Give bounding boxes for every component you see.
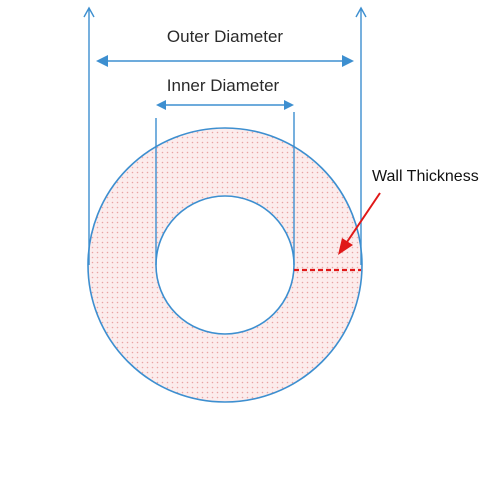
outer-diameter-arrow <box>96 55 354 67</box>
wall-thickness-pointer-arrow <box>338 192 381 255</box>
wall-thickness-label: Wall Thickness <box>372 168 479 185</box>
inner-diameter-arrow <box>156 100 294 110</box>
outer-extension-line-left <box>83 6 95 265</box>
inner-diameter-label: Inner Diameter <box>167 76 280 95</box>
outer-diameter-label: Outer Diameter <box>167 27 284 46</box>
outer-circle <box>87 127 363 403</box>
